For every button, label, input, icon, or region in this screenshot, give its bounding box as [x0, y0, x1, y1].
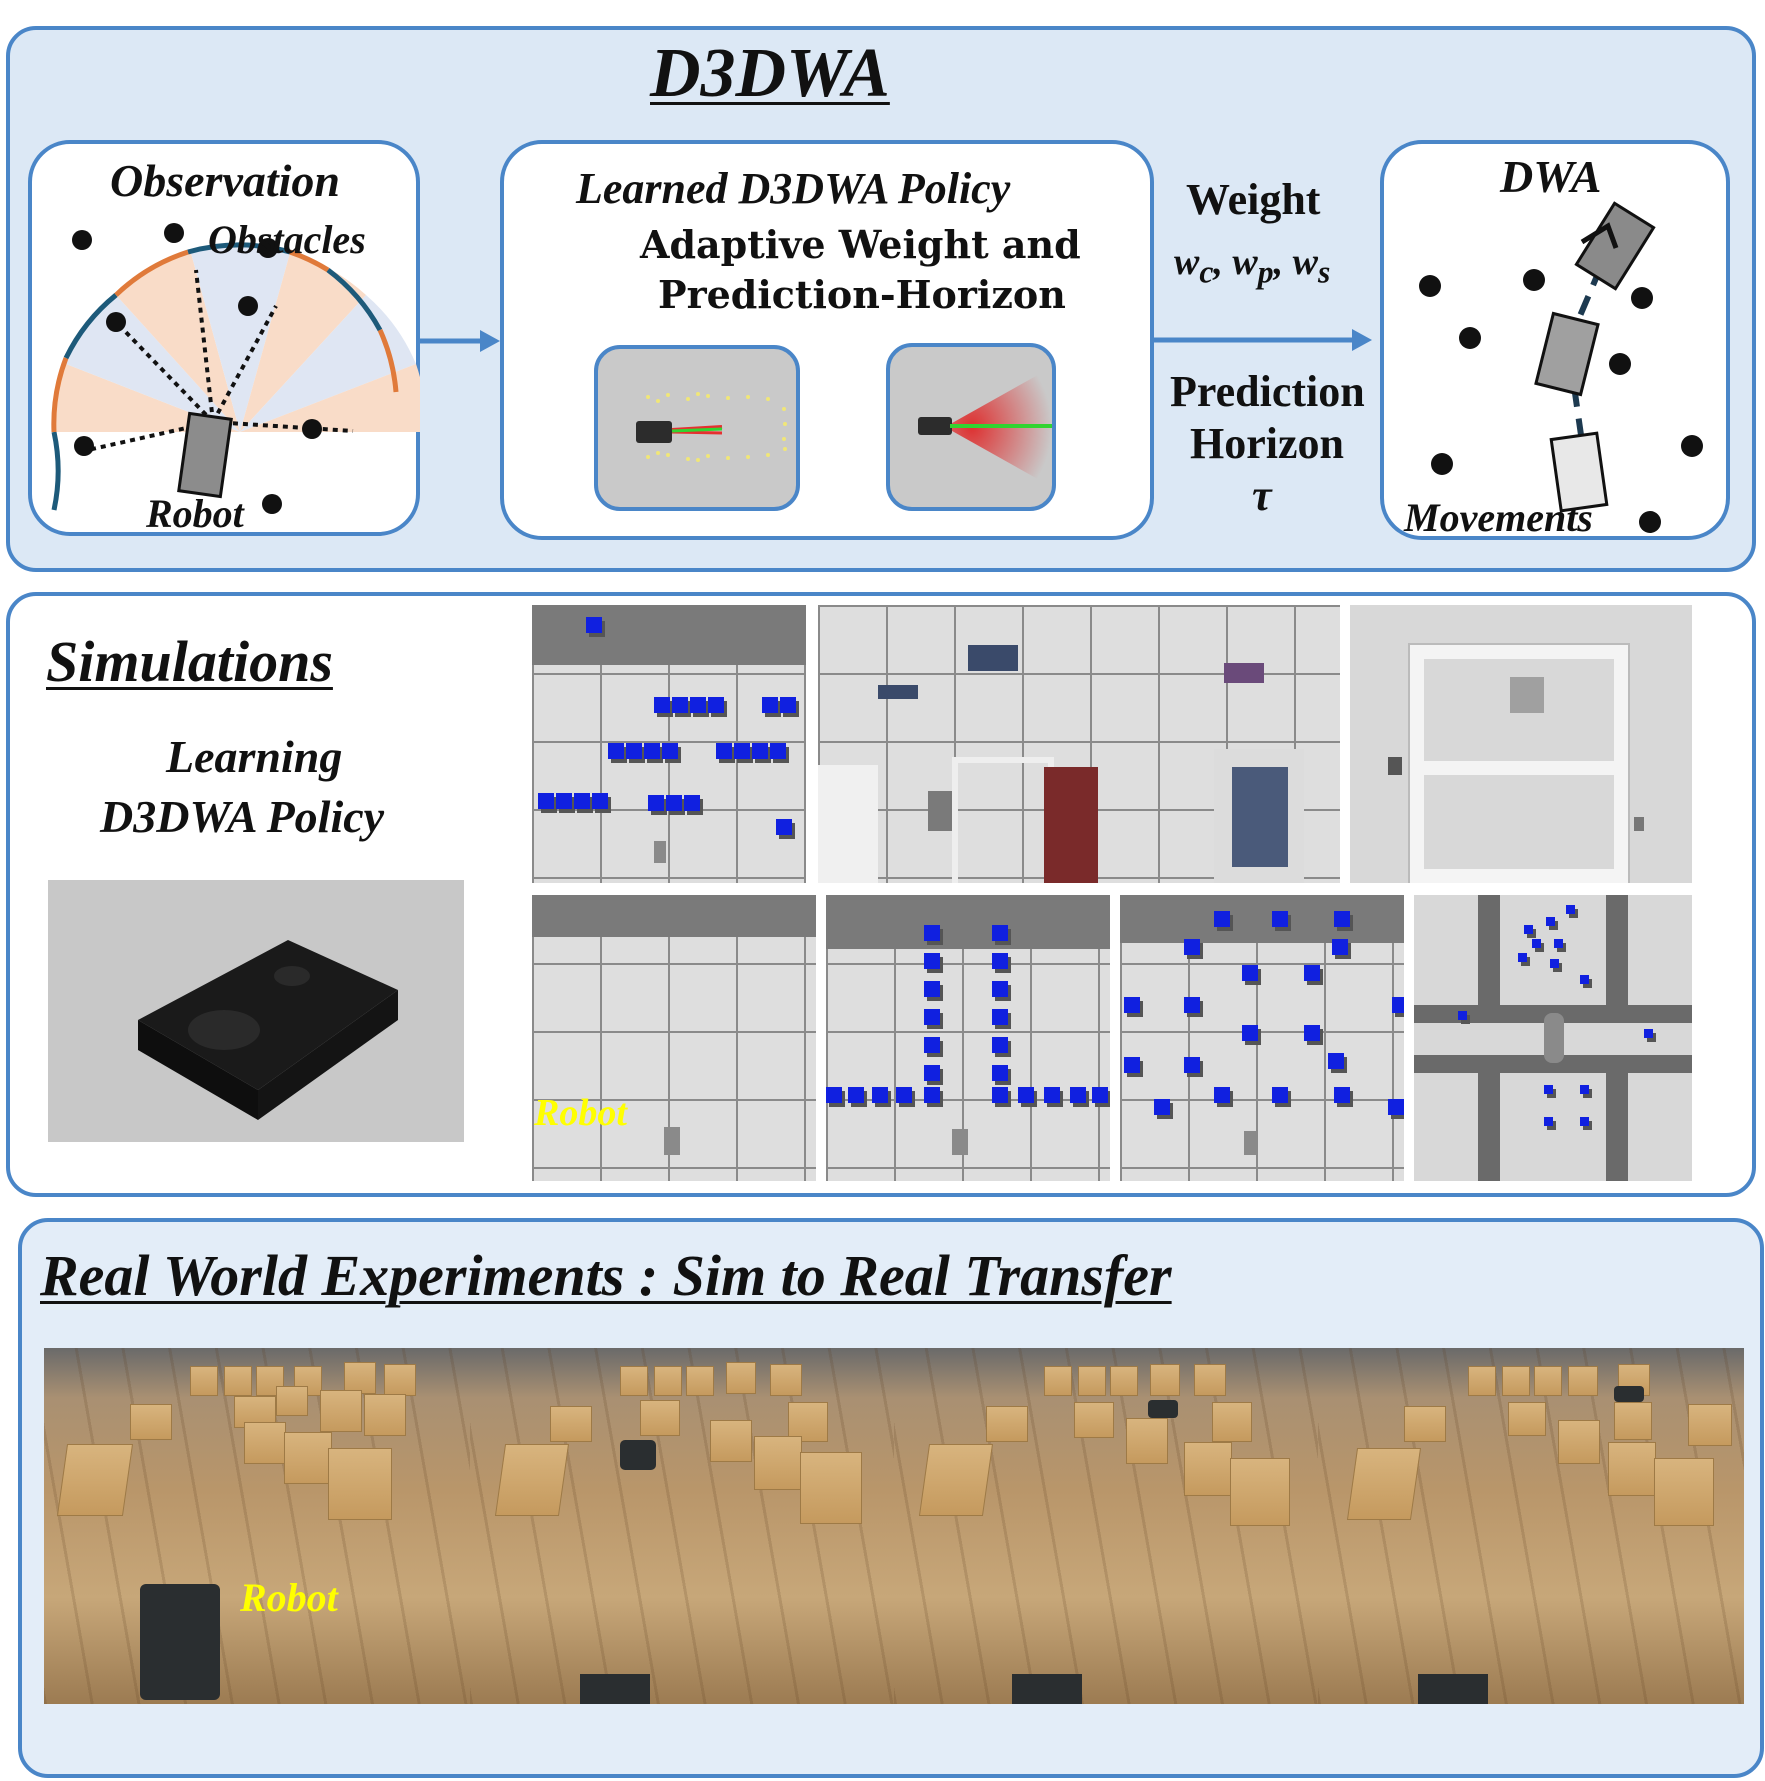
movement-box-1: [1549, 431, 1609, 513]
weight-label: Weight: [1186, 175, 1321, 224]
horizon-line1: Prediction: [1170, 367, 1365, 416]
policy-line1: Adaptive Weight and: [640, 222, 1081, 267]
real-robot-label: Robot: [240, 1575, 338, 1620]
sim-env-1: [532, 605, 806, 883]
arrow-to-policy: [420, 330, 500, 352]
real-photo-1: Robot: [44, 1348, 470, 1704]
arc-orange-2: [114, 249, 189, 297]
movements-label: Movements: [1404, 495, 1593, 540]
dwa-diagram: [1419, 201, 1703, 533]
sim-env-4: Robot: [532, 895, 816, 1181]
sector-right-low: [240, 364, 420, 432]
real-photo-4: [1318, 1348, 1744, 1704]
arc-blue-2: [63, 293, 118, 360]
arc-blue-4: [326, 267, 383, 332]
real-photo-2: [470, 1348, 894, 1704]
arc-blue-3: [187, 242, 291, 255]
sim-env-5: [826, 895, 1110, 1181]
real-world-title: Real World Experiments : Sim to Real Tra…: [40, 1243, 1172, 1308]
sim-env-2: [818, 605, 1340, 883]
horizon-symbol: τ: [1252, 471, 1272, 520]
arc-orange-1: [51, 357, 69, 433]
arc-orange-3: [289, 249, 330, 273]
robot-3d-render: [48, 880, 464, 1142]
obstacles-label: Obstacles: [208, 217, 366, 262]
real-photo-3: [894, 1348, 1318, 1704]
arc-blue-1: [51, 431, 61, 511]
sector-right: [240, 295, 416, 432]
sim-env-6: [1120, 895, 1404, 1181]
policy-thumbnail-1: [594, 345, 800, 511]
arc-orange-4: [377, 328, 399, 393]
simulations-title: Simulations: [46, 629, 333, 694]
sim-env-7: [1414, 895, 1692, 1181]
sim-env-3: [1350, 605, 1692, 883]
policy-title: Learned D3DWA Policy: [576, 164, 1011, 213]
sector-upper-right: [240, 253, 366, 432]
sim-robot-label: Robot: [534, 1092, 627, 1134]
simulations-line2: D3DWA Policy: [100, 791, 385, 842]
movement-box-2: [1534, 311, 1600, 397]
simulations-line1: Learning: [166, 731, 343, 782]
observation-title: Observation: [110, 155, 340, 206]
policy-thumbnail-2: [886, 343, 1056, 511]
robot-shape: [177, 411, 233, 499]
obstacle-dots: [72, 223, 322, 514]
policy-line2: Prediction-Horizon: [658, 272, 1066, 317]
robot-label: Robot: [146, 491, 244, 536]
panel-title: D3DWA: [650, 35, 890, 112]
dwa-title: DWA: [1500, 151, 1602, 202]
observation-diagram: [51, 223, 420, 514]
horizon-line2: Horizon: [1190, 419, 1344, 468]
arrow-to-dwa: [1154, 329, 1372, 351]
sector-top: [191, 246, 290, 432]
dwa-obstacle-dots: [1419, 269, 1703, 533]
weight-symbols: wc, wp, ws: [1174, 241, 1331, 290]
